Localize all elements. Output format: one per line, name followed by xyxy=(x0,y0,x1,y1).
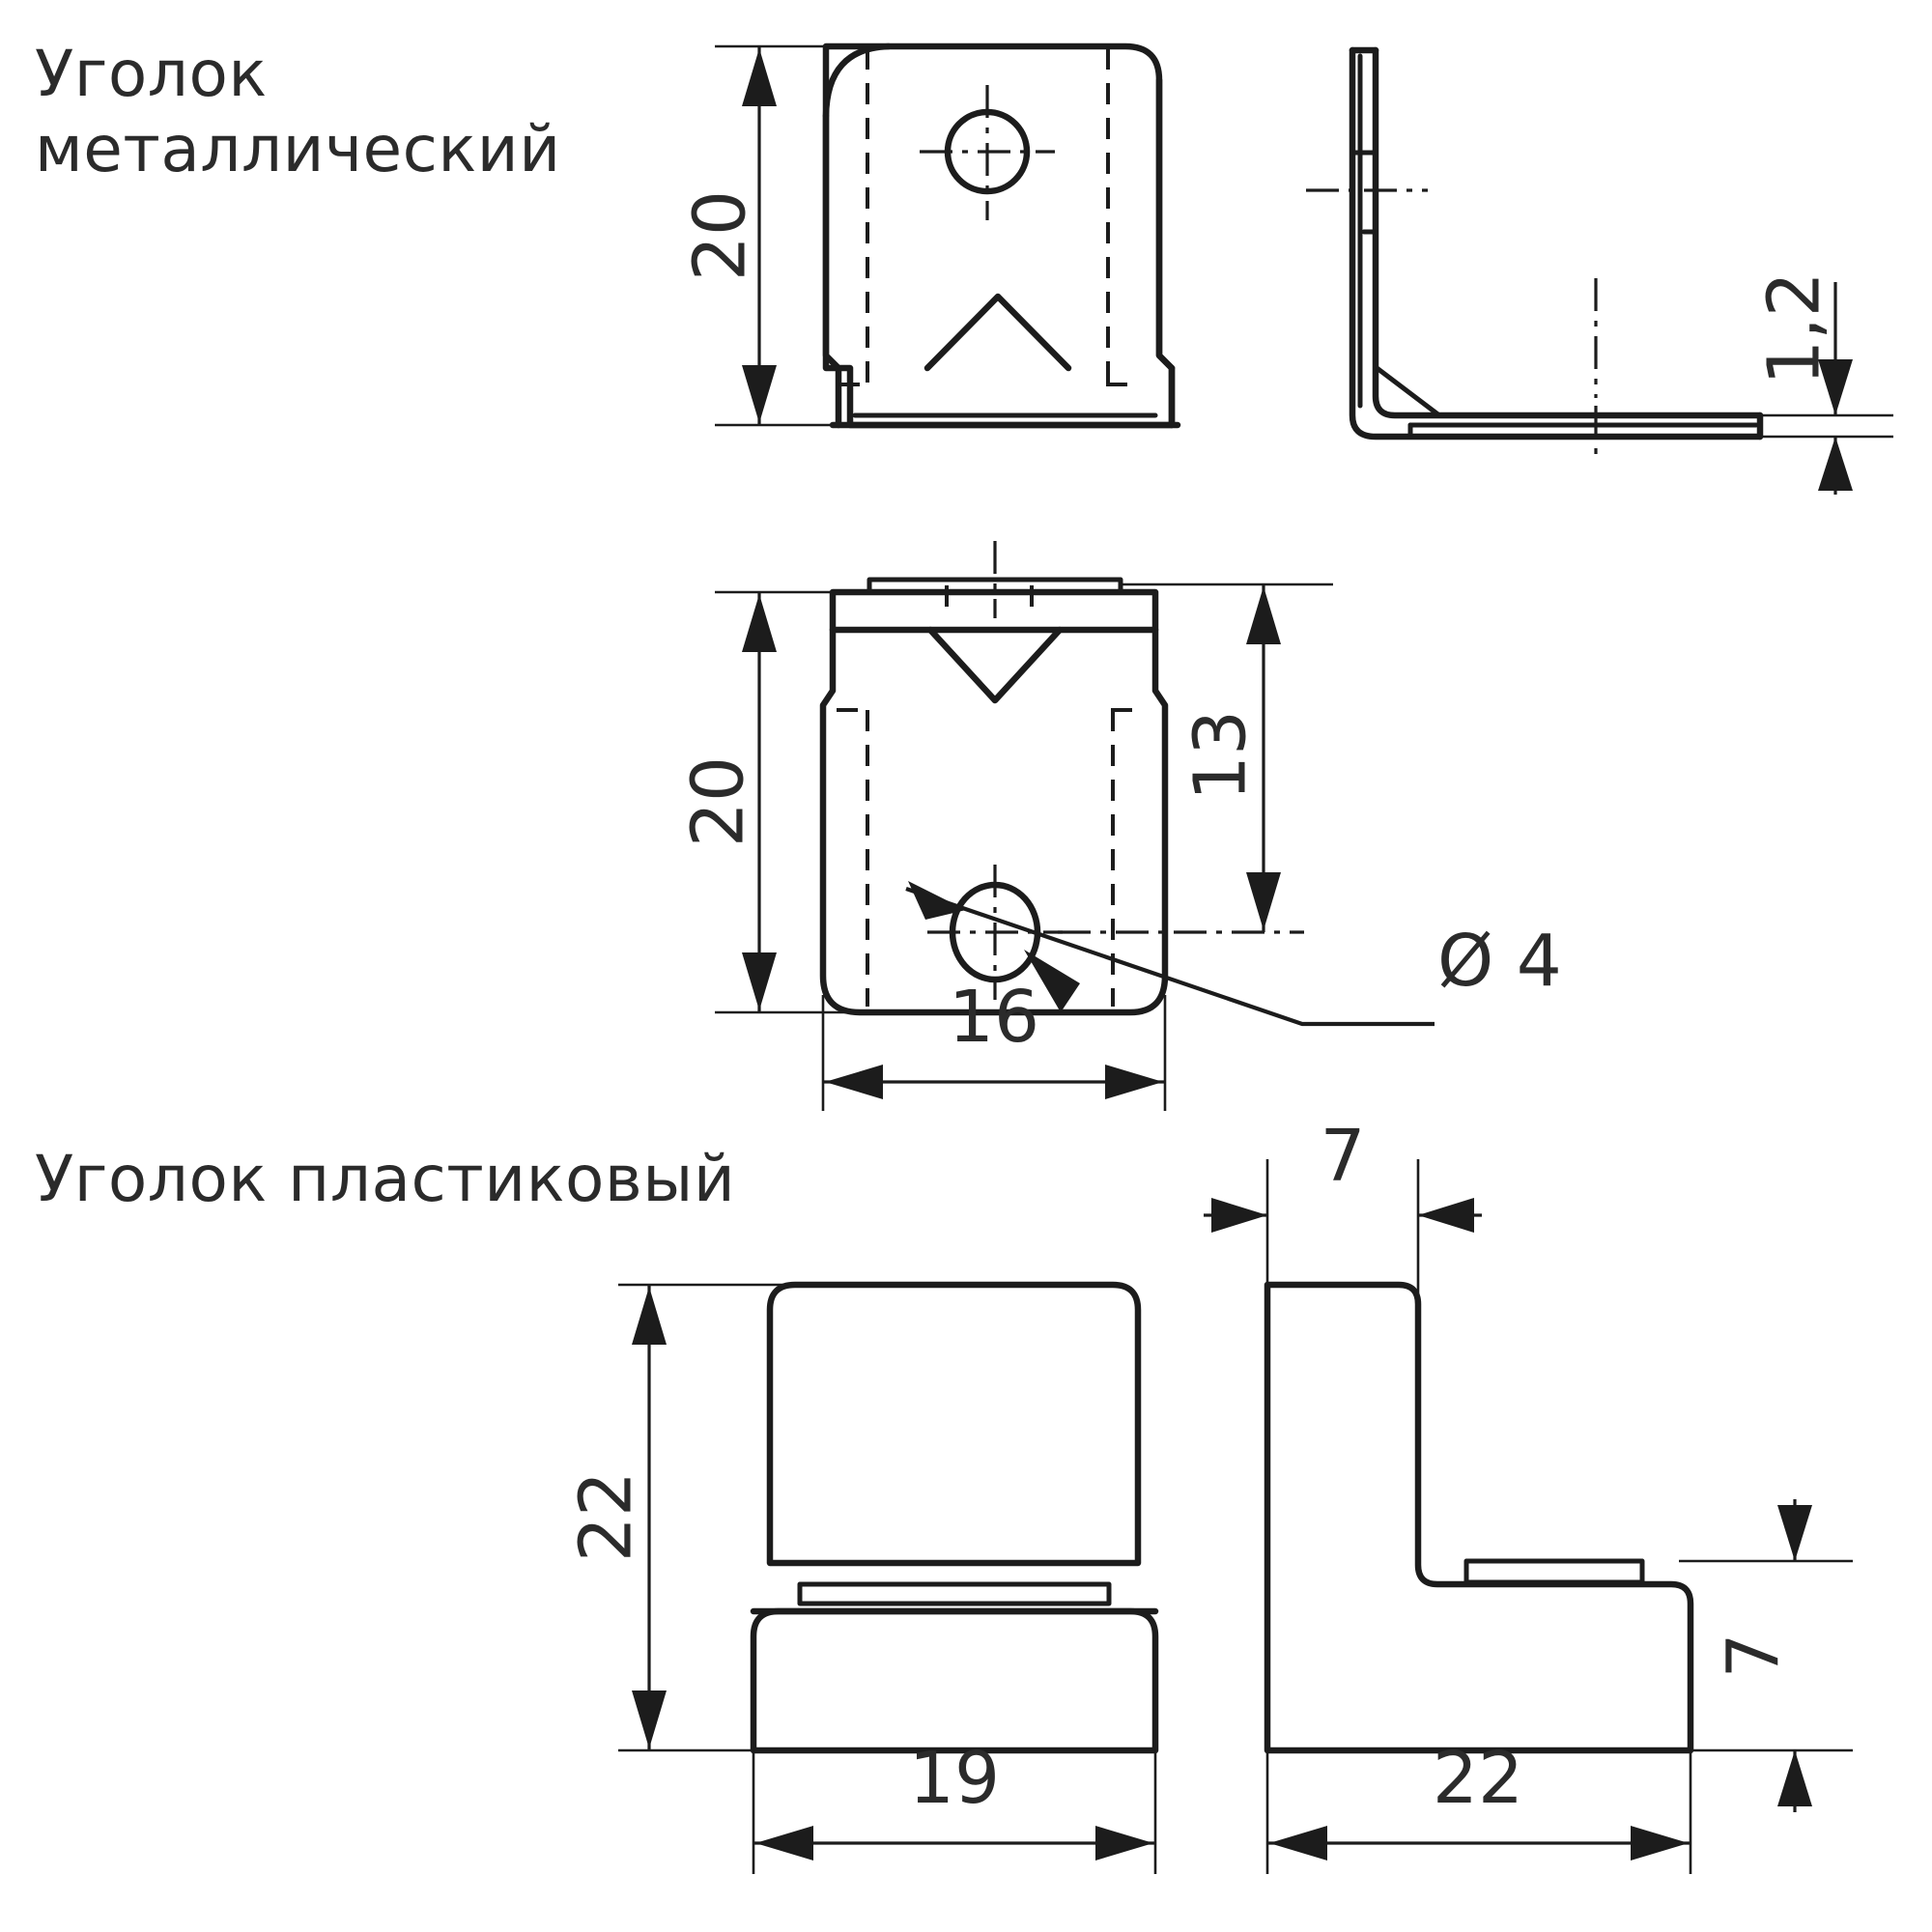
metal-front-left-edge xyxy=(822,112,842,372)
metal-side-dim-12-arrow-bottom xyxy=(1818,437,1853,491)
plastic-side-dim-7r-arrow-top xyxy=(1777,1505,1812,1561)
plastic-front-lip xyxy=(797,1581,1112,1606)
plastic-side-dim-7r-arrow-bottom xyxy=(1777,1750,1812,1806)
plastic-side-dim-7r-text: 7 xyxy=(1713,1633,1796,1678)
plastic-front-dim-22-text: 22 xyxy=(565,1471,648,1562)
plastic-front-view: 22 19 xyxy=(565,1281,1159,1874)
metal-side-outline-inner xyxy=(1372,46,1764,419)
metal-v2-hole-leader xyxy=(905,887,1435,1027)
metal-bracket-title: Уголок металлический xyxy=(35,37,561,186)
plastic-front-dim-19-arrow-left xyxy=(755,1826,813,1861)
plastic-front-dim-22-arrow-bottom xyxy=(632,1690,667,1748)
metal-front-left-round xyxy=(822,43,893,120)
metal-v2-dim-13-arrow-bottom xyxy=(1246,872,1281,930)
plastic-side-outline xyxy=(1264,1281,1694,1754)
metal-second-view: Ø 4 20 13 16 xyxy=(677,541,1562,1111)
metal-front-dim-20-arrow-bottom xyxy=(742,365,777,423)
metal-side-view: 1,2 xyxy=(1306,46,1893,495)
metal-v2-dim-16-arrow-left xyxy=(825,1065,883,1099)
metal-v2-dim-20-text: 20 xyxy=(677,756,760,847)
plastic-front-dim-19-text: 19 xyxy=(909,1737,1000,1820)
metal-v2-body-outline xyxy=(819,626,1169,1016)
metal-side-dim-12-arrow-top xyxy=(1818,359,1853,415)
plastic-front-base-outline xyxy=(750,1607,1159,1754)
metal-front-dim-20-arrow-top xyxy=(742,48,777,106)
metal-front-v-notch xyxy=(923,293,1072,372)
metal-v2-dim-20-arrow-bottom xyxy=(742,952,777,1010)
plastic-side-view: 7 22 7 xyxy=(1204,1115,1853,1874)
metal-side-gusset xyxy=(1373,364,1442,418)
plastic-front-upper-outline xyxy=(766,1281,1142,1567)
plastic-side-lip xyxy=(1463,1558,1645,1585)
metal-front-bottom-flange xyxy=(835,364,1176,429)
metal-v2-top-flange-lip xyxy=(867,577,1123,595)
metal-v2-leader-arrow-lower xyxy=(1024,950,1080,1012)
metal-v2-dim-16-arrow-right xyxy=(1105,1065,1163,1099)
metal-v2-hole-diameter-text: Ø 4 xyxy=(1437,920,1562,1003)
metal-v2-dim-13-text: 13 xyxy=(1179,710,1263,801)
plastic-side-dim-22-arrow-left xyxy=(1269,1826,1327,1861)
metal-side-outline xyxy=(1349,46,1764,440)
plastic-side-dim-22-arrow-right xyxy=(1631,1826,1689,1861)
metal-v2-leader-arrow-upper xyxy=(908,881,966,920)
plastic-bracket-title: Уголок пластиковый xyxy=(35,1142,736,1216)
metal-v2-dim-13-arrow-top xyxy=(1246,586,1281,644)
metal-side-dim-12-text: 1,2 xyxy=(1753,271,1836,385)
metal-v2-dim-16-text: 16 xyxy=(949,976,1039,1059)
plastic-front-dim-22-arrow-top xyxy=(632,1287,667,1345)
metal-v2-dim-20-arrow-top xyxy=(742,594,777,652)
metal-front-outline xyxy=(822,43,1176,429)
plastic-side-dim-7top-arrow-left xyxy=(1211,1198,1267,1233)
plastic-side-dim-7top-text: 7 xyxy=(1320,1115,1365,1198)
metal-front-view: 20 xyxy=(679,43,1181,429)
metal-front-right-edge xyxy=(1155,76,1176,372)
plastic-front-dim-19-arrow-right xyxy=(1095,1826,1153,1861)
plastic-side-dim-7top-arrow-right xyxy=(1418,1198,1474,1233)
metal-front-dim-20-text: 20 xyxy=(679,190,762,281)
plastic-side-dim-22-text: 22 xyxy=(1433,1737,1523,1820)
metal-v2-v-notch xyxy=(926,626,1064,704)
